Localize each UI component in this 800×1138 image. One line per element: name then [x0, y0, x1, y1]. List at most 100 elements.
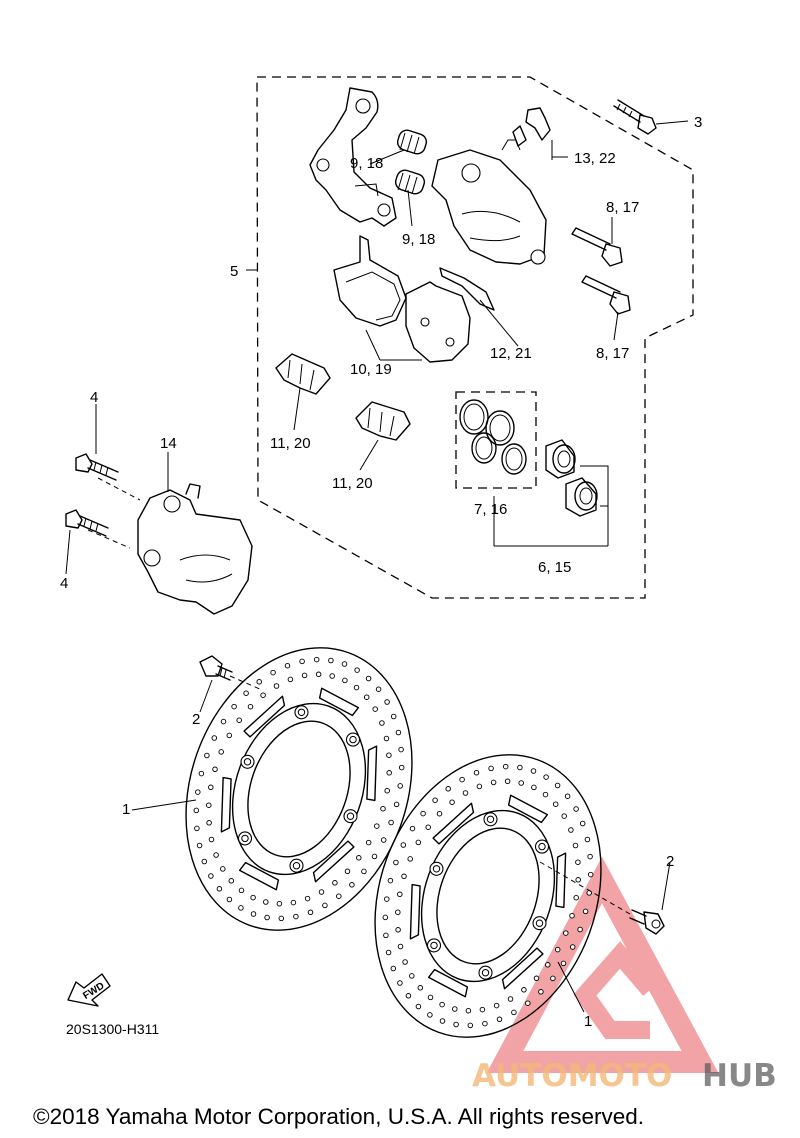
vent-hole: [304, 895, 311, 902]
disc-boss-bore: [432, 865, 441, 873]
vent-hole: [569, 944, 576, 950]
vent-hole: [452, 1006, 458, 1012]
vent-hole: [293, 913, 299, 920]
vent-hole: [415, 1003, 422, 1010]
disc-boss-bore: [535, 919, 544, 927]
caliper-assembly-outline: [256, 76, 694, 599]
leader-lines: [65, 120, 689, 1013]
label-14: 14: [160, 435, 177, 452]
vent-hole: [439, 1001, 445, 1008]
vent-hole: [467, 1022, 474, 1029]
vent-hole: [383, 932, 389, 939]
label-5: 5: [230, 263, 238, 280]
vent-hole: [353, 684, 360, 691]
slide-pin-boot-upper: [396, 129, 428, 155]
piston-seals: [459, 399, 527, 475]
vent-hole: [445, 786, 451, 792]
vent-hole: [395, 909, 401, 915]
disc-bolt-left: [199, 655, 233, 681]
vent-hole: [263, 899, 269, 905]
disc-slot: [238, 861, 280, 891]
vent-hole: [575, 859, 581, 865]
vent-hole: [397, 943, 404, 950]
vent-hole: [496, 1016, 503, 1023]
vent-hole: [379, 720, 385, 726]
vent-hole: [390, 713, 397, 720]
copyright-notice: ©2018 Yamaha Motor Corporation, U.S.A. A…: [33, 1104, 644, 1129]
vent-hole: [342, 677, 348, 684]
vent-hole: [397, 980, 403, 986]
vent-hole: [264, 914, 270, 921]
bolt-8-upper: [571, 227, 623, 267]
vent-hole: [530, 768, 537, 774]
vent-hole: [579, 820, 586, 827]
caliper-body: [431, 139, 547, 265]
label-4-upper: 4: [90, 389, 98, 406]
vent-hole: [243, 690, 249, 696]
vent-hole: [332, 880, 338, 886]
vent-hole: [482, 1020, 488, 1027]
brake-disc-left: [185, 647, 413, 931]
vent-hole: [554, 782, 561, 789]
vent-hole: [363, 694, 370, 700]
vent-hole: [361, 868, 367, 875]
vent-hole: [542, 791, 549, 798]
label-1-right: 1: [584, 1013, 592, 1030]
vent-hole: [427, 994, 434, 1001]
vent-hole: [395, 927, 401, 933]
vent-hole: [374, 823, 380, 829]
bolt-4-upper: [75, 453, 119, 481]
vent-hole: [284, 662, 291, 669]
vent-hole: [328, 657, 334, 664]
vent-hole: [228, 878, 235, 884]
disc-boss: [240, 754, 255, 769]
vent-hole: [250, 911, 257, 917]
vent-hole: [587, 853, 593, 860]
disc-boss-bore: [430, 941, 438, 950]
vent-hole: [260, 692, 266, 698]
vent-hole: [387, 877, 394, 884]
vent-hole: [398, 764, 405, 771]
vent-hole: [459, 776, 465, 783]
vent-hole: [465, 1007, 472, 1014]
vent-hole: [518, 780, 524, 786]
vent-hole: [384, 787, 390, 794]
vent-hole: [401, 873, 407, 880]
vent-hole: [407, 856, 413, 862]
vent-hole: [449, 799, 455, 805]
vent-hole: [208, 836, 215, 843]
vent-hole: [194, 825, 200, 832]
disc-boss-bore: [241, 834, 249, 843]
vent-hole: [577, 926, 583, 933]
vent-hole: [273, 683, 280, 689]
vent-hole: [270, 669, 276, 676]
vent-hole: [507, 996, 514, 1002]
vent-hole: [375, 686, 382, 692]
vent-hole: [543, 774, 549, 780]
watermark-text-right: HUB: [702, 1058, 777, 1094]
vent-hole: [568, 827, 574, 833]
vent-hole: [517, 764, 523, 771]
vent-hole: [462, 790, 469, 796]
disc-boss: [532, 916, 547, 931]
vent-hole: [372, 706, 378, 712]
disc-slot: [507, 794, 549, 824]
vent-hole: [356, 855, 362, 861]
vent-hole: [371, 853, 378, 860]
label-11-20-right: 11, 20: [332, 475, 373, 492]
caliper-bracket: [309, 87, 397, 227]
vent-hole: [256, 679, 262, 685]
disc-boss: [345, 732, 361, 747]
vent-hole: [453, 1021, 459, 1028]
vent-hole: [278, 915, 285, 922]
vent-hole: [402, 959, 408, 965]
vent-hole: [313, 656, 320, 663]
label-2-right: 2: [666, 853, 674, 870]
vent-hole: [415, 839, 422, 846]
vent-hole: [206, 820, 212, 826]
vent-hole: [525, 1000, 531, 1006]
vent-hole: [504, 778, 511, 785]
disc-boss: [289, 858, 304, 873]
vent-hole: [560, 960, 567, 967]
vent-hole: [531, 784, 537, 791]
